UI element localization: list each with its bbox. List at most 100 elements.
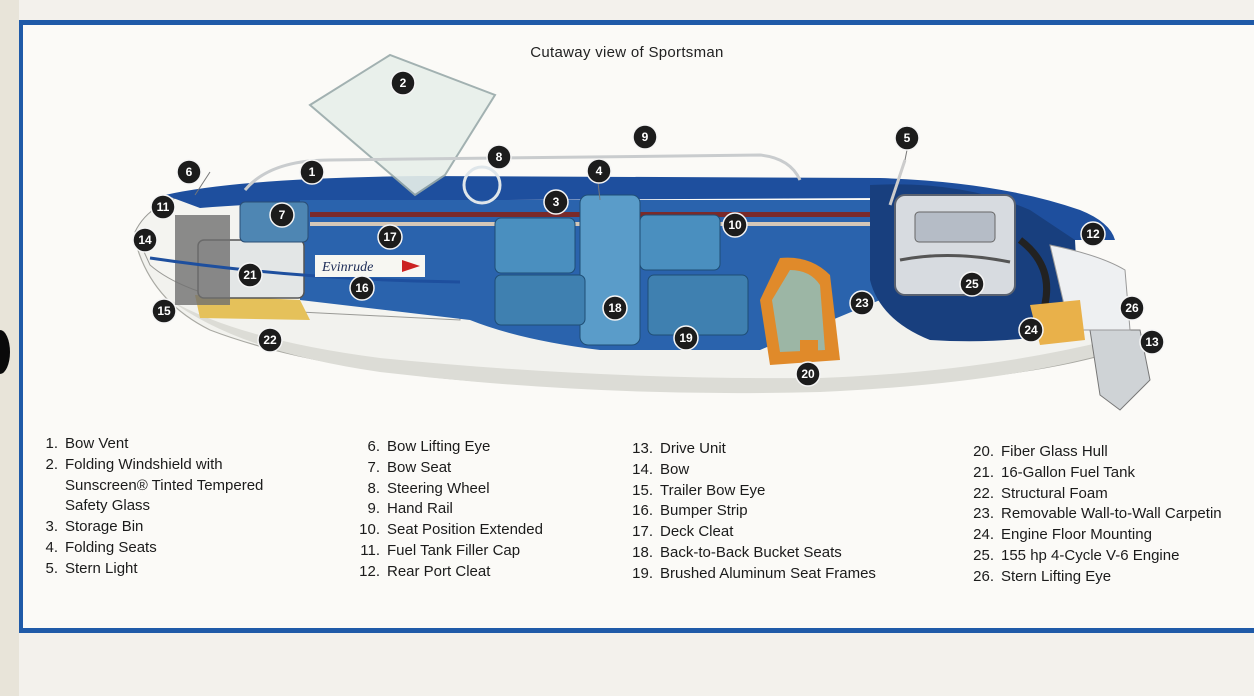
legend-number: 24.	[973, 526, 994, 544]
callout-circle	[349, 275, 375, 301]
steering-wheel	[462, 165, 502, 205]
boat-cutaway-illustration: Evinrude	[133, 53, 1151, 411]
callout-circle	[894, 125, 920, 151]
callout-marker-8: 8	[486, 144, 512, 170]
callout-marker-17: 17	[377, 224, 403, 250]
legend-item: 19. Brushed Aluminum Seat Frames	[623, 564, 876, 585]
legend-label: Folding Seats	[65, 538, 157, 556]
legend-label: Fiber Glass Hull	[1001, 443, 1108, 460]
callout-marker-9: 9	[632, 124, 658, 150]
legend-number: 10.	[359, 521, 380, 539]
callout-circle	[602, 295, 628, 321]
legend-number: 16.	[632, 502, 653, 520]
legend-label: Back-to-Back Bucket Seats	[660, 543, 842, 561]
callout-number: 23	[855, 296, 869, 310]
callout-number: 17	[383, 230, 397, 244]
callout-marker-10: 10	[722, 212, 748, 238]
callout-marker-15: 15	[151, 298, 177, 324]
legend-label: Safety Glass	[65, 497, 151, 515]
foam-section-stern	[1030, 300, 1085, 345]
legend-label: Trailer Bow Eye	[660, 481, 766, 499]
legend-number: 2.	[45, 455, 58, 473]
hull-shadow	[170, 300, 1112, 394]
callout-number: 10	[728, 218, 742, 232]
legend-label: Brushed Aluminum Seat Frames	[660, 564, 876, 582]
legend-label: Removable Wall-to-Wall Carpetin	[1001, 505, 1222, 523]
legend-label: Fuel Tank Filler Cap	[387, 541, 521, 559]
callout-number: 24	[1024, 323, 1038, 337]
outdrive	[1089, 329, 1151, 411]
legend-number: 21.	[973, 463, 994, 481]
callout-marker-7: 7	[269, 202, 295, 228]
legend-item: 5.Stern Light	[40, 559, 263, 580]
callout-number: 12	[1086, 227, 1100, 241]
legend-label: Rear Port Cleat	[387, 562, 491, 580]
callout-circle	[1139, 329, 1165, 355]
callout-number: 14	[138, 233, 152, 247]
legend-number: 12.	[359, 562, 380, 580]
legend-item: 7. Bow Seat	[350, 458, 543, 479]
callout-number: 15	[157, 304, 171, 318]
legend-item: Safety Glass	[40, 496, 263, 517]
legend-label: Bow Seat	[387, 458, 452, 476]
legend-item: 9.Hand Rail	[350, 499, 543, 520]
legend-number: 6.	[367, 438, 380, 455]
legend-label: Engine Floor Mounting	[1001, 526, 1152, 544]
callout-number: 6	[186, 165, 193, 179]
legend-number: 5.	[45, 559, 58, 577]
callout-number: 11	[157, 200, 170, 214]
callout-marker-26: 26	[1119, 295, 1145, 321]
legend-number: 7.	[367, 458, 380, 476]
callout-number: 22	[263, 333, 277, 347]
callout-number: 9	[642, 130, 649, 144]
legend-number: 13.	[632, 440, 653, 457]
legend-label: 155 hp 4-Cycle V-6 Engine	[1001, 546, 1180, 564]
legend-label: Hand Rail	[387, 500, 453, 518]
hand-rail	[243, 153, 802, 191]
brand-label: Evinrude	[321, 260, 373, 275]
callout-markers: 1234567891011121314151617181920212223242…	[132, 70, 1165, 387]
legend-item: 1.Bow Vent	[40, 434, 263, 455]
legend-item: 17.Deck Cleat	[623, 522, 876, 543]
legend-label: Bow	[660, 460, 690, 478]
callout-number: 3	[553, 195, 560, 209]
legend-number: 19.	[632, 564, 653, 582]
legend-item: 13. Drive Unit	[623, 439, 876, 460]
legend-label: Folding Windshield with	[65, 455, 223, 473]
legend-number: 25.	[973, 546, 994, 564]
bumper-strip	[149, 256, 461, 284]
legend-number: 20.	[973, 443, 994, 460]
legend-item: 15. Trailer Bow Eye	[623, 481, 876, 502]
legend-number: 15.	[632, 481, 653, 499]
callout-marker-14: 14	[132, 227, 158, 253]
callout-marker-4: 4	[586, 158, 612, 184]
legend-item: 10. Seat Position Extended	[350, 520, 543, 541]
legend-number: 8.	[367, 479, 380, 497]
legend-label: Drive Unit	[660, 440, 726, 457]
callout-circle	[673, 325, 699, 351]
legend-label: Seat Position Extended	[387, 521, 543, 539]
callout-circle	[795, 361, 821, 387]
legend-item: 22.Structural Foam	[964, 484, 1254, 505]
legend-number: 18.	[632, 543, 653, 561]
callout-marker-23: 23	[849, 290, 875, 316]
callout-circle	[849, 290, 875, 316]
legend-item: 21.16-Gallon Fuel Tank	[964, 463, 1254, 484]
callout-circle	[151, 298, 177, 324]
callout-circle	[632, 124, 658, 150]
legend-item: 11.Fuel Tank Filler Cap	[350, 541, 543, 562]
callout-marker-1: 1	[299, 159, 325, 185]
callout-circle	[486, 144, 512, 170]
callout-marker-20: 20	[795, 361, 821, 387]
legend-item: 8. Steering Wheel	[350, 479, 543, 500]
callout-number: 20	[801, 367, 815, 381]
legend-label: Bumper Strip	[660, 502, 748, 520]
callout-circle	[176, 159, 202, 185]
legend-label: Steering Wheel	[387, 479, 490, 497]
callout-circle	[1018, 317, 1044, 343]
legend-label: Storage Bin	[65, 518, 144, 536]
bucket-seats	[494, 194, 749, 346]
